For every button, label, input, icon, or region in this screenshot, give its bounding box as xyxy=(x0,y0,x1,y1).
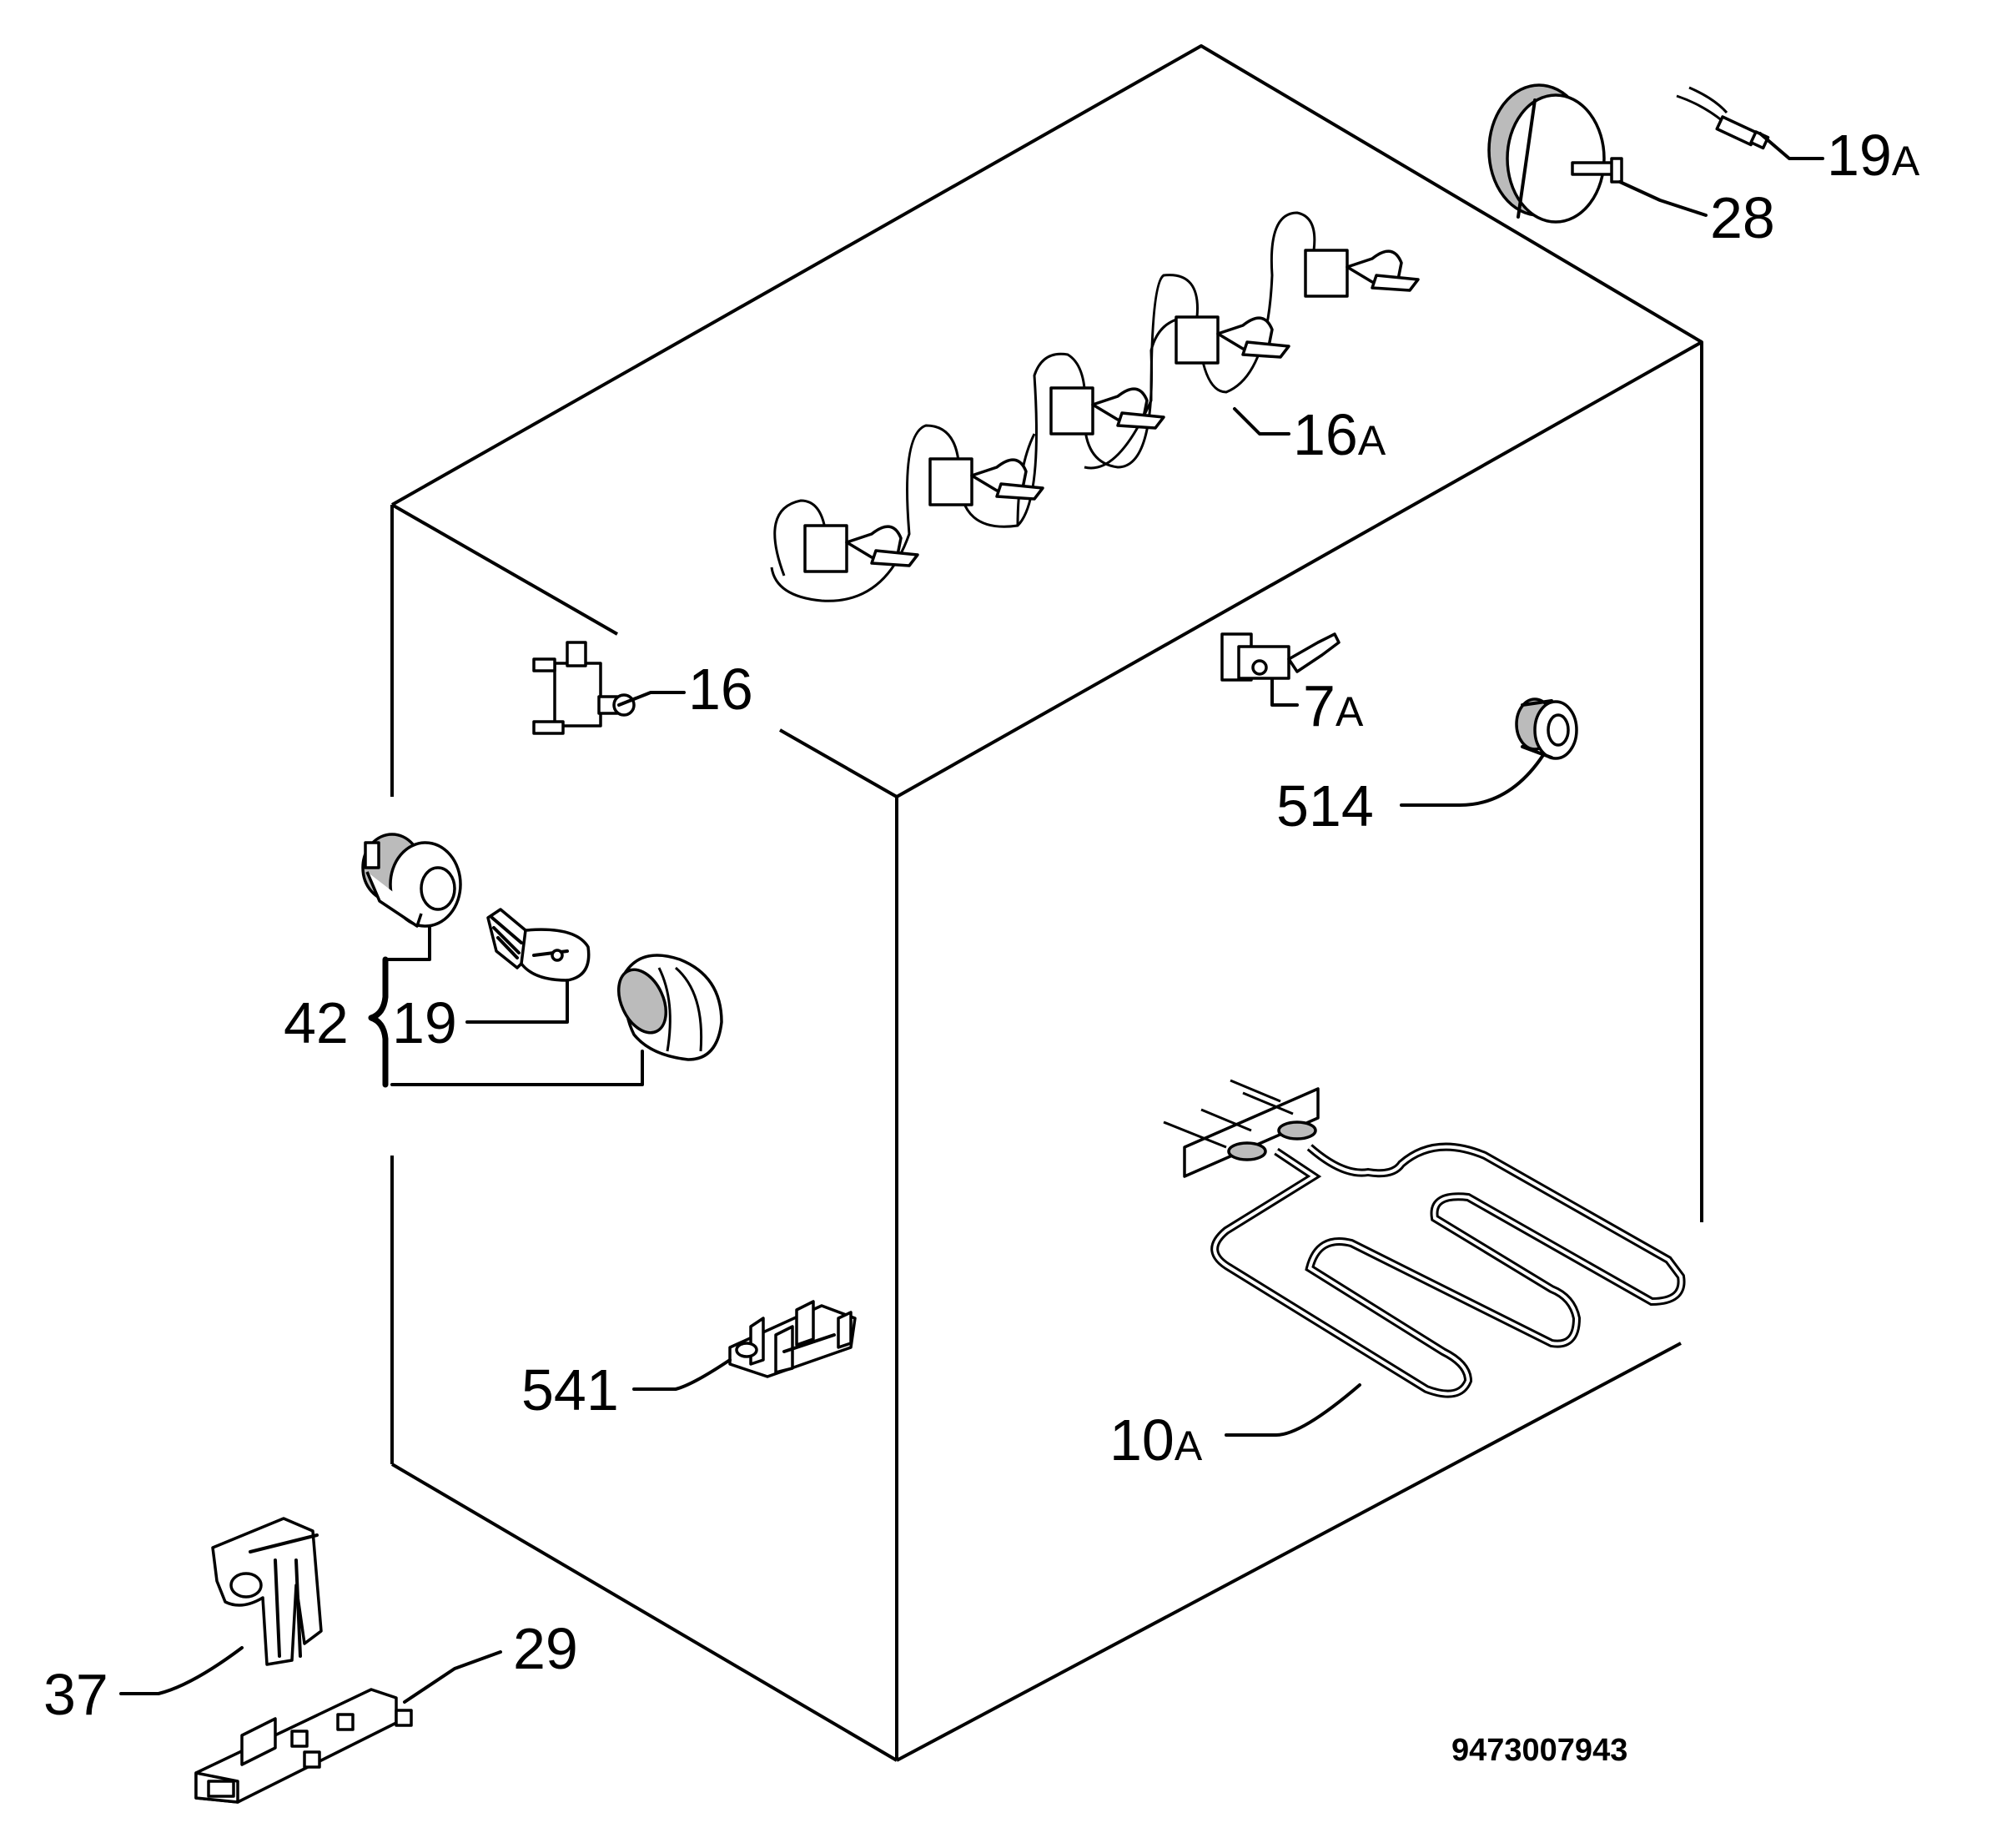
label-514: 514 xyxy=(1276,773,1374,838)
ignition-part-29 xyxy=(194,1688,413,1804)
terminal-block-part-541 xyxy=(728,1300,857,1378)
label-29: 29 xyxy=(513,1616,578,1681)
lamp-cover-part xyxy=(616,954,723,1061)
switch-chain-part-16a xyxy=(770,211,1420,602)
label-16a: 16A xyxy=(1293,402,1386,467)
bracket-part-37 xyxy=(211,1517,323,1666)
switch-unit xyxy=(1175,315,1290,365)
diagram-code: 9473007943 xyxy=(1451,1733,1627,1768)
label-37: 37 xyxy=(43,1662,108,1727)
probe-part-19a xyxy=(1676,86,1770,150)
switch-unit xyxy=(803,524,919,573)
label-42: 42 xyxy=(284,990,349,1055)
grommet-part-514 xyxy=(1515,697,1578,760)
lamp-bulb-part-19 xyxy=(486,908,591,982)
group-bracket-42 xyxy=(368,956,389,1088)
label-541: 541 xyxy=(521,1357,619,1423)
lamp-socket-part xyxy=(361,833,462,928)
cabinet-outline xyxy=(390,44,1703,1762)
label-16: 16 xyxy=(688,657,753,722)
label-19: 19 xyxy=(392,990,457,1055)
heating-element-part-10a xyxy=(1163,1079,1686,1398)
label-19a: 19A xyxy=(1827,123,1920,188)
switch-unit xyxy=(1304,249,1420,298)
label-7a: 7A xyxy=(1303,673,1364,738)
door-switch-part-7a xyxy=(1220,632,1341,682)
leader-lines xyxy=(119,132,1824,1704)
switch-part-16 xyxy=(532,641,636,735)
thermostat-part-28 xyxy=(1487,83,1623,224)
label-28: 28 xyxy=(1710,185,1775,250)
switch-unit xyxy=(1049,386,1165,436)
label-10a: 10A xyxy=(1109,1407,1203,1473)
switch-unit xyxy=(928,457,1044,506)
